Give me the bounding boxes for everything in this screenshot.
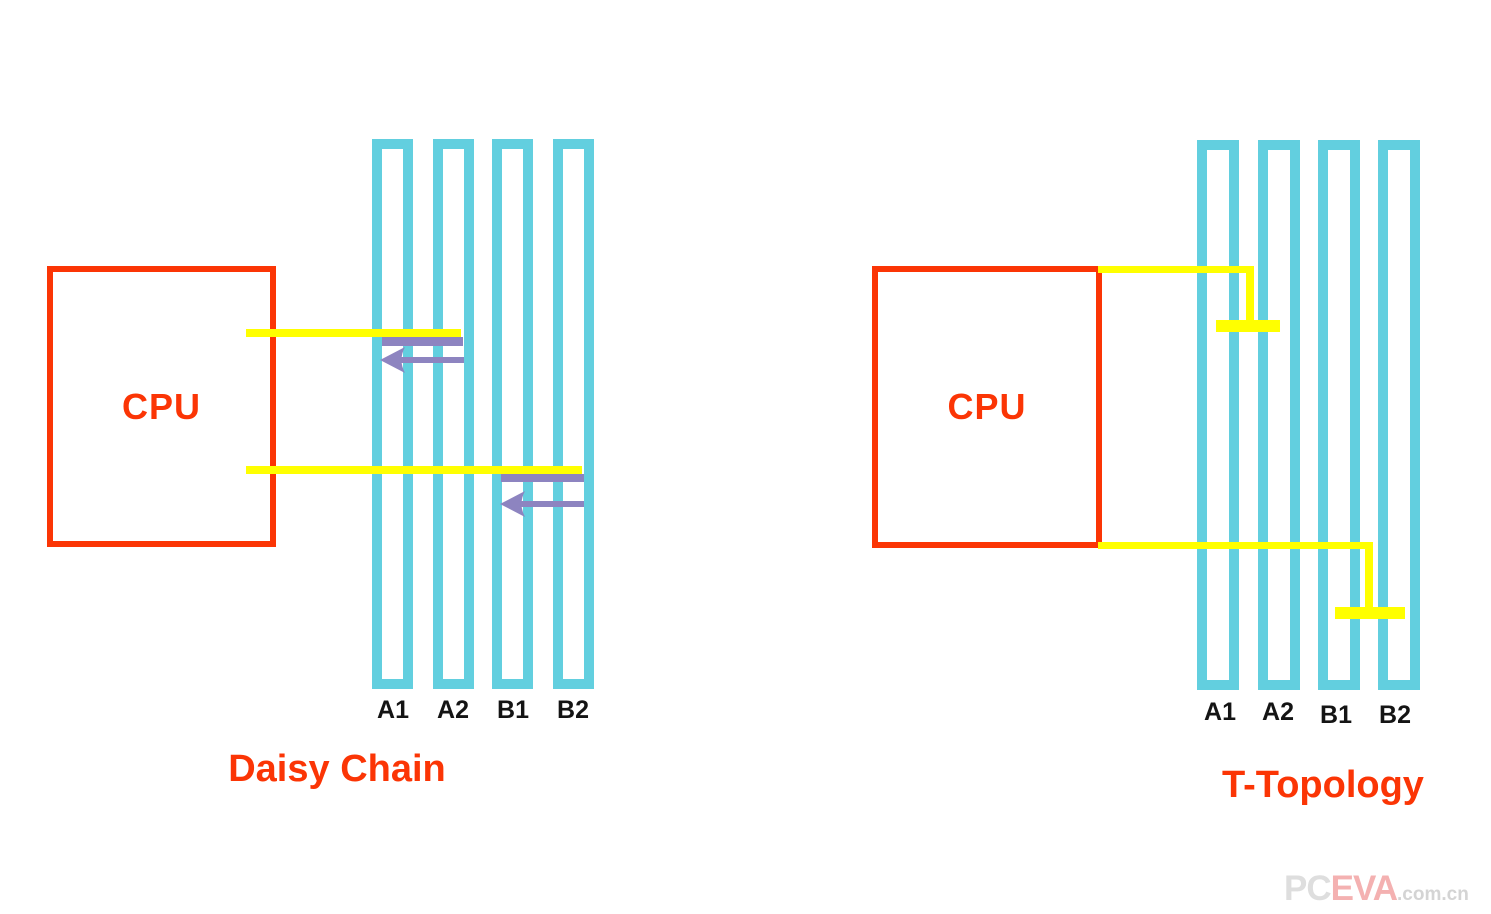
watermark-suffix: .com.cn [1397,884,1469,905]
reflection-arrow-left-icon [380,347,464,373]
t-trace-channel-b-horizontal [1098,542,1372,549]
t-branch-channel-a [1216,320,1280,332]
diagram-title-t-topology: T-Topology [1222,764,1424,806]
pceva-watermark: PCEVA.com.cn [1284,869,1469,909]
t-trace-channel-a-horizontal [1098,266,1254,273]
cpu-label: CPU [121,385,201,427]
signal-trace-channel-b [246,466,582,474]
slot-label-a2: A2 [1262,698,1294,726]
dimm-slot-a1 [1197,140,1239,690]
t-branch-channel-b [1335,607,1405,619]
slot-label-a1: A1 [377,696,409,724]
cpu-box: CPU [872,266,1102,548]
watermark-brand-pink: EVA [1330,869,1398,908]
dimm-slot-a2 [1258,140,1300,690]
cpu-box: CPU [47,266,276,547]
dimm-slot-b2 [553,139,594,689]
watermark-brand-gray: PC [1284,869,1332,908]
cpu-label: CPU [947,386,1027,427]
t-trace-channel-a-vertical [1246,266,1254,326]
dimm-slot-a2 [433,139,474,689]
reflection-stub-channel-b [501,474,584,482]
slot-label-b2: B2 [557,696,589,724]
dimm-slot-b2 [1378,140,1420,690]
reflection-arrow-left-icon [500,491,584,517]
slot-label-b1: B1 [1320,701,1352,729]
reflection-stub-channel-a [382,337,463,346]
t-trace-channel-b-vertical [1365,542,1373,616]
slot-label-a2: A2 [437,696,469,724]
slot-label-b1: B1 [497,696,529,724]
dimm-slot-b1 [492,139,533,689]
diagram-title-daisy-chain: Daisy Chain [228,748,446,790]
dimm-slot-a1 [372,139,413,689]
slot-label-b2: B2 [1379,701,1411,729]
slot-label-a1: A1 [1204,698,1236,726]
signal-trace-channel-a [246,329,461,337]
dimm-slot-b1 [1318,140,1360,690]
